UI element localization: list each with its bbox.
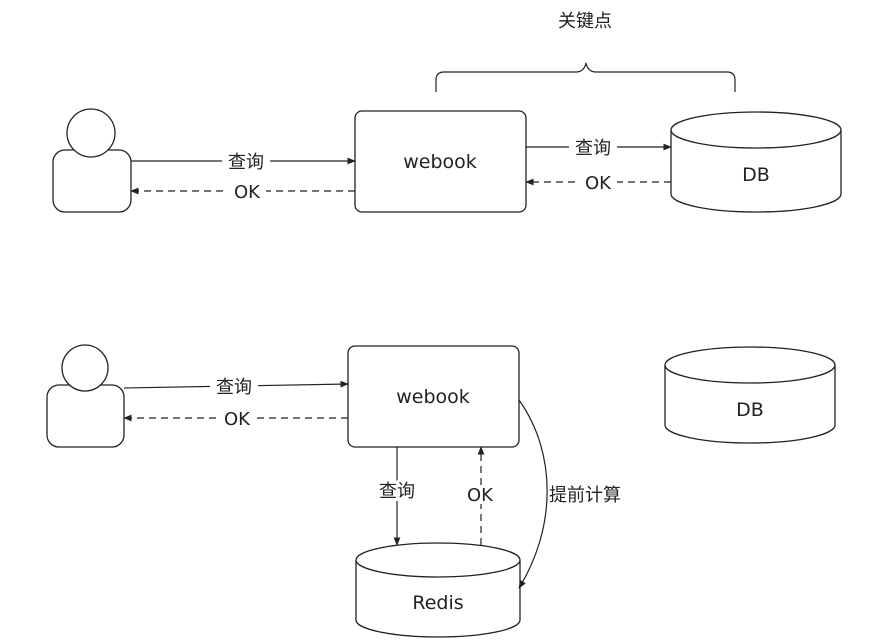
db-cylinder: DB	[664, 346, 836, 444]
key-point-brace	[435, 62, 736, 92]
redis-cylinder: Redis	[355, 542, 521, 638]
user-icon	[52, 108, 132, 213]
query-label: 查询	[379, 481, 415, 502]
precompute-label: 提前计算	[549, 485, 621, 506]
ok-label: OK	[234, 182, 261, 203]
query-label: 查询	[216, 377, 252, 398]
ok-label: OK	[224, 409, 251, 430]
webook-label: webook	[403, 151, 477, 173]
webook-node: webook	[347, 345, 520, 448]
ok-label: OK	[467, 485, 494, 506]
user-icon	[46, 344, 125, 448]
precompute-arrow	[518, 399, 548, 589]
webook-label: webook	[396, 386, 470, 408]
db-label: DB	[736, 399, 764, 421]
ok-label: OK	[585, 173, 612, 194]
key-point-label: 关键点	[558, 11, 612, 32]
query-label: 查询	[575, 138, 611, 159]
query-label: 查询	[228, 152, 264, 173]
db-cylinder: DB	[670, 111, 842, 213]
redis-label: Redis	[412, 592, 463, 614]
db-label: DB	[742, 164, 770, 186]
webook-node: webook	[354, 110, 527, 213]
